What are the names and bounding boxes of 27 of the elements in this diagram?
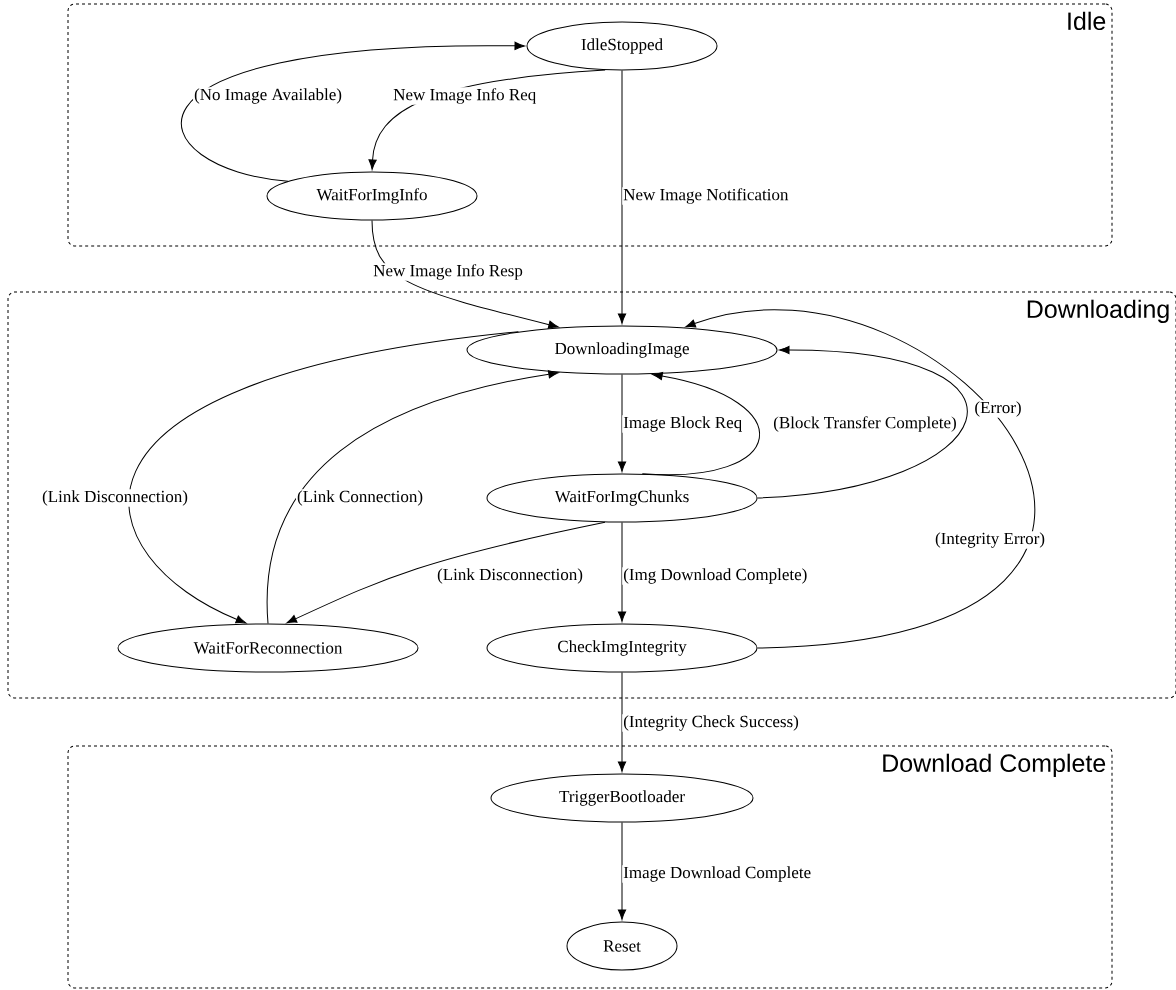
arrow	[617, 672, 627, 772]
edge-label: (Integrity Check Success)	[622, 714, 800, 732]
arrow	[617, 374, 627, 472]
arrow	[641, 371, 760, 476]
edge-label: New Image Info Req	[392, 87, 538, 105]
edge-label: (No Image Available)	[193, 87, 343, 105]
arrow	[617, 70, 627, 324]
arrow	[757, 345, 967, 499]
arrow	[180, 41, 525, 182]
edge-label: (Link Connection)	[296, 489, 425, 507]
edge-label: New Image Notification	[622, 187, 790, 205]
arrow	[685, 309, 1035, 649]
arrow	[286, 521, 606, 624]
edge-label: (Link Disconnection)	[436, 567, 584, 585]
edge-label: (Error)	[973, 400, 1023, 418]
arrow	[128, 331, 519, 624]
arrow	[617, 822, 627, 920]
edge-label: Image Download Complete	[622, 865, 813, 883]
edge-label: (Link Disconnection)	[41, 489, 189, 507]
edge-label: New Image Info Resp	[372, 263, 524, 281]
edge-label: (Integrity Error)	[934, 531, 1046, 549]
edge-label: Image Block Req	[622, 415, 744, 433]
edge-label: (Img Download Complete)	[622, 567, 809, 585]
arrow	[267, 370, 559, 624]
arrow	[617, 522, 627, 622]
edge-label: (Block Transfer Complete)	[772, 415, 958, 433]
arrow	[371, 220, 559, 329]
